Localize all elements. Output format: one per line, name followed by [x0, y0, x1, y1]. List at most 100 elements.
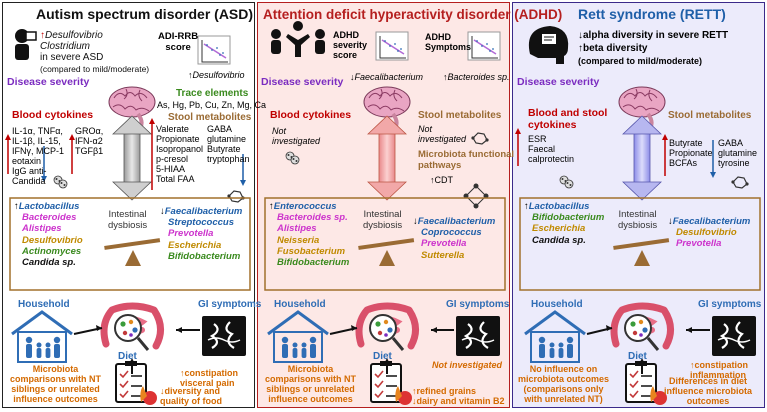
asd-household-label: Household	[18, 299, 70, 310]
asd-stool-down: GABA glutamine Butyrate tryptophan	[207, 124, 250, 165]
rett-dysbiosis-label: Intestinal dysbiosis	[618, 209, 658, 231]
rett-stool-title: Stool metabolites	[668, 110, 752, 121]
bug-name: Desulfovibrio	[45, 30, 103, 41]
rett-gut-icon	[614, 306, 671, 350]
decrease-arrow: ↓	[413, 216, 418, 227]
rett-gi-outcome: ↑constipation inflammation	[690, 360, 748, 381]
taxon: Escherichia	[532, 223, 586, 235]
adhd-dysbiosis-box	[264, 197, 506, 291]
adhd-gi-label: GI symptoms	[446, 299, 510, 310]
asd-severe-finding: ↑Desulfovibrio Clostridium in severe ASD…	[40, 30, 149, 75]
adhd-network-icon	[463, 183, 489, 209]
taxon: Bifidobacterium	[532, 212, 605, 224]
taxon: Desulfovibrio	[22, 234, 83, 246]
taxon: Bacteroides	[22, 212, 77, 224]
asd-trace-title: Trace elements	[176, 88, 249, 99]
asd-gi-label: GI symptoms	[198, 299, 262, 310]
taxon: Fusobacterium	[277, 245, 346, 257]
adhd-household-label: Household	[274, 299, 326, 310]
asd-adi-chart-icon	[197, 35, 231, 65]
taxon: Faecalibacterium	[164, 206, 243, 217]
adhd-symptoms-label: ADHD Symptoms	[425, 32, 472, 53]
asd-trace-list: As, Hg, Pb, Cu, Zn, Mg, Ca	[157, 100, 267, 110]
adhd-diet-label: Diet	[373, 351, 392, 362]
adhd-blood-note: Not investigated	[272, 126, 321, 147]
adhd-severity-label: Disease severity	[261, 76, 344, 88]
rett-gi-label: GI symptoms	[698, 299, 762, 310]
adhd-severity-chart-icon	[375, 31, 409, 61]
taxon: Faecalibacterium	[417, 216, 496, 227]
adhd-household-outcome: Microbiota comparisons with NT siblings …	[265, 364, 357, 405]
asd-decreased-taxa: ↓Faecalibacterium Streptococcus Prevotel…	[160, 206, 242, 262]
taxon: Faecalibacterium	[672, 216, 751, 227]
taxon: Lactobacillus	[18, 201, 80, 212]
taxon: Bacteroides sp.	[277, 212, 348, 224]
rett-decreased-taxa: ↓Faecalibacterium Desulfovibrio Prevotel…	[668, 216, 750, 250]
asd-adi-label: ADI-RRB score	[158, 31, 199, 53]
adhd-scale-icon	[358, 238, 415, 266]
increase-arrow: ↑	[524, 201, 529, 212]
asd-stool-up: Valerate Propionate Isopropanol p-cresol…	[156, 124, 204, 185]
asd-household-outcome: Microbiota comparisons with NT siblings …	[10, 364, 102, 405]
rett-finding-1: ↓alpha diversity in severe RETT	[578, 30, 729, 41]
increase-arrow: ↑	[14, 201, 19, 212]
asd-dysbiosis-box	[9, 197, 251, 291]
taxon: Prevotella	[421, 238, 467, 250]
rett-finding-3: (compared to mild/moderate)	[578, 56, 703, 66]
taxon: Alistipes	[22, 223, 62, 235]
adhd-gi-outcome: Not investigated	[432, 360, 503, 370]
asd-cytokines-down: GROα, IFN-α2 TGFβ1	[75, 126, 104, 157]
asd-child-icon	[15, 29, 37, 60]
adhd-severity-score-label: ADHD severity score	[333, 30, 368, 61]
asd-diet-icon	[115, 360, 158, 406]
asd-stool-title: Stool metabolites	[168, 112, 252, 123]
rett-brain-gut-arrow	[633, 129, 651, 187]
adhd-decreased-taxa: ↓Faecalibacterium Coprococcus Prevotella…	[413, 216, 495, 261]
rett-diet-icon	[625, 360, 668, 406]
rett-scale-icon	[613, 238, 670, 266]
adhd-stool-note: Not investigated	[418, 124, 467, 145]
adhd-pathways-finding: ↑CDT	[430, 175, 453, 185]
taxon: Coprococcus	[421, 227, 482, 239]
taxon: Neisseria	[277, 234, 320, 246]
rett-increased-taxa: ↑Lactobacillus Bifidobacterium Escherich…	[524, 201, 604, 246]
increase-arrow: ↑	[40, 30, 45, 41]
adhd-blood-title: Blood cytokines	[270, 109, 352, 121]
asd-severity-label: Disease severity	[7, 76, 90, 88]
adhd-symptoms-chart-icon	[467, 31, 501, 61]
adhd-brain-gut-arrow	[378, 129, 396, 187]
adhd-gi-icon	[454, 314, 502, 358]
rett-household-icon	[523, 310, 587, 364]
taxon: Candida sp.	[532, 234, 586, 246]
asd-diet-label: Diet	[118, 351, 137, 362]
asd-adi-finding: ↑Desulfovibrio	[188, 70, 245, 80]
rett-severity-label: Disease severity	[517, 76, 600, 88]
rett-diet-outcome: Differences in diet influence microbiota…	[664, 376, 753, 407]
asd-scale-icon	[104, 238, 161, 266]
taxon: Actinomyces	[22, 245, 82, 257]
rett-gi-icon	[710, 314, 758, 358]
decrease-arrow: ↓	[668, 216, 673, 227]
finding-note: (compared to mild/moderate)	[40, 63, 150, 74]
adhd-gut-icon	[359, 306, 416, 350]
adhd-severity-finding: ↓Faecalibacterium	[350, 72, 424, 82]
taxon: Lactobacillus	[528, 201, 590, 212]
finding-text: in severe ASD	[40, 52, 104, 64]
rett-household-outcome: No influence on microbiota outcomes (com…	[518, 364, 610, 405]
adhd-family-icon	[271, 21, 325, 57]
adhd-pathways-title: Microbiota functional pathways	[418, 149, 515, 171]
rett-blood-list: ESR Faecal calprotectin	[528, 134, 575, 165]
rett-finding-2: ↑beta diversity	[578, 43, 648, 54]
asd-household-icon	[10, 310, 74, 364]
taxon: Prevotella	[676, 238, 722, 250]
adhd-symptoms-finding: ↑Bacteroides sp.	[443, 72, 510, 82]
asd-title: Autism spectrum disorder (ASD)	[36, 6, 254, 22]
rett-household-label: Household	[531, 299, 583, 310]
rett-blood-title: Blood and stool cytokines	[528, 107, 608, 131]
taxon: Streptococcus	[168, 217, 234, 229]
asd-cytokines-up: IL-1α, TNFα, IL-1β, IL-15, IFNγ, MCP-1 e…	[12, 126, 65, 187]
rett-head-icon	[528, 26, 569, 64]
asd-blood-title: Blood cytokines	[12, 109, 94, 121]
